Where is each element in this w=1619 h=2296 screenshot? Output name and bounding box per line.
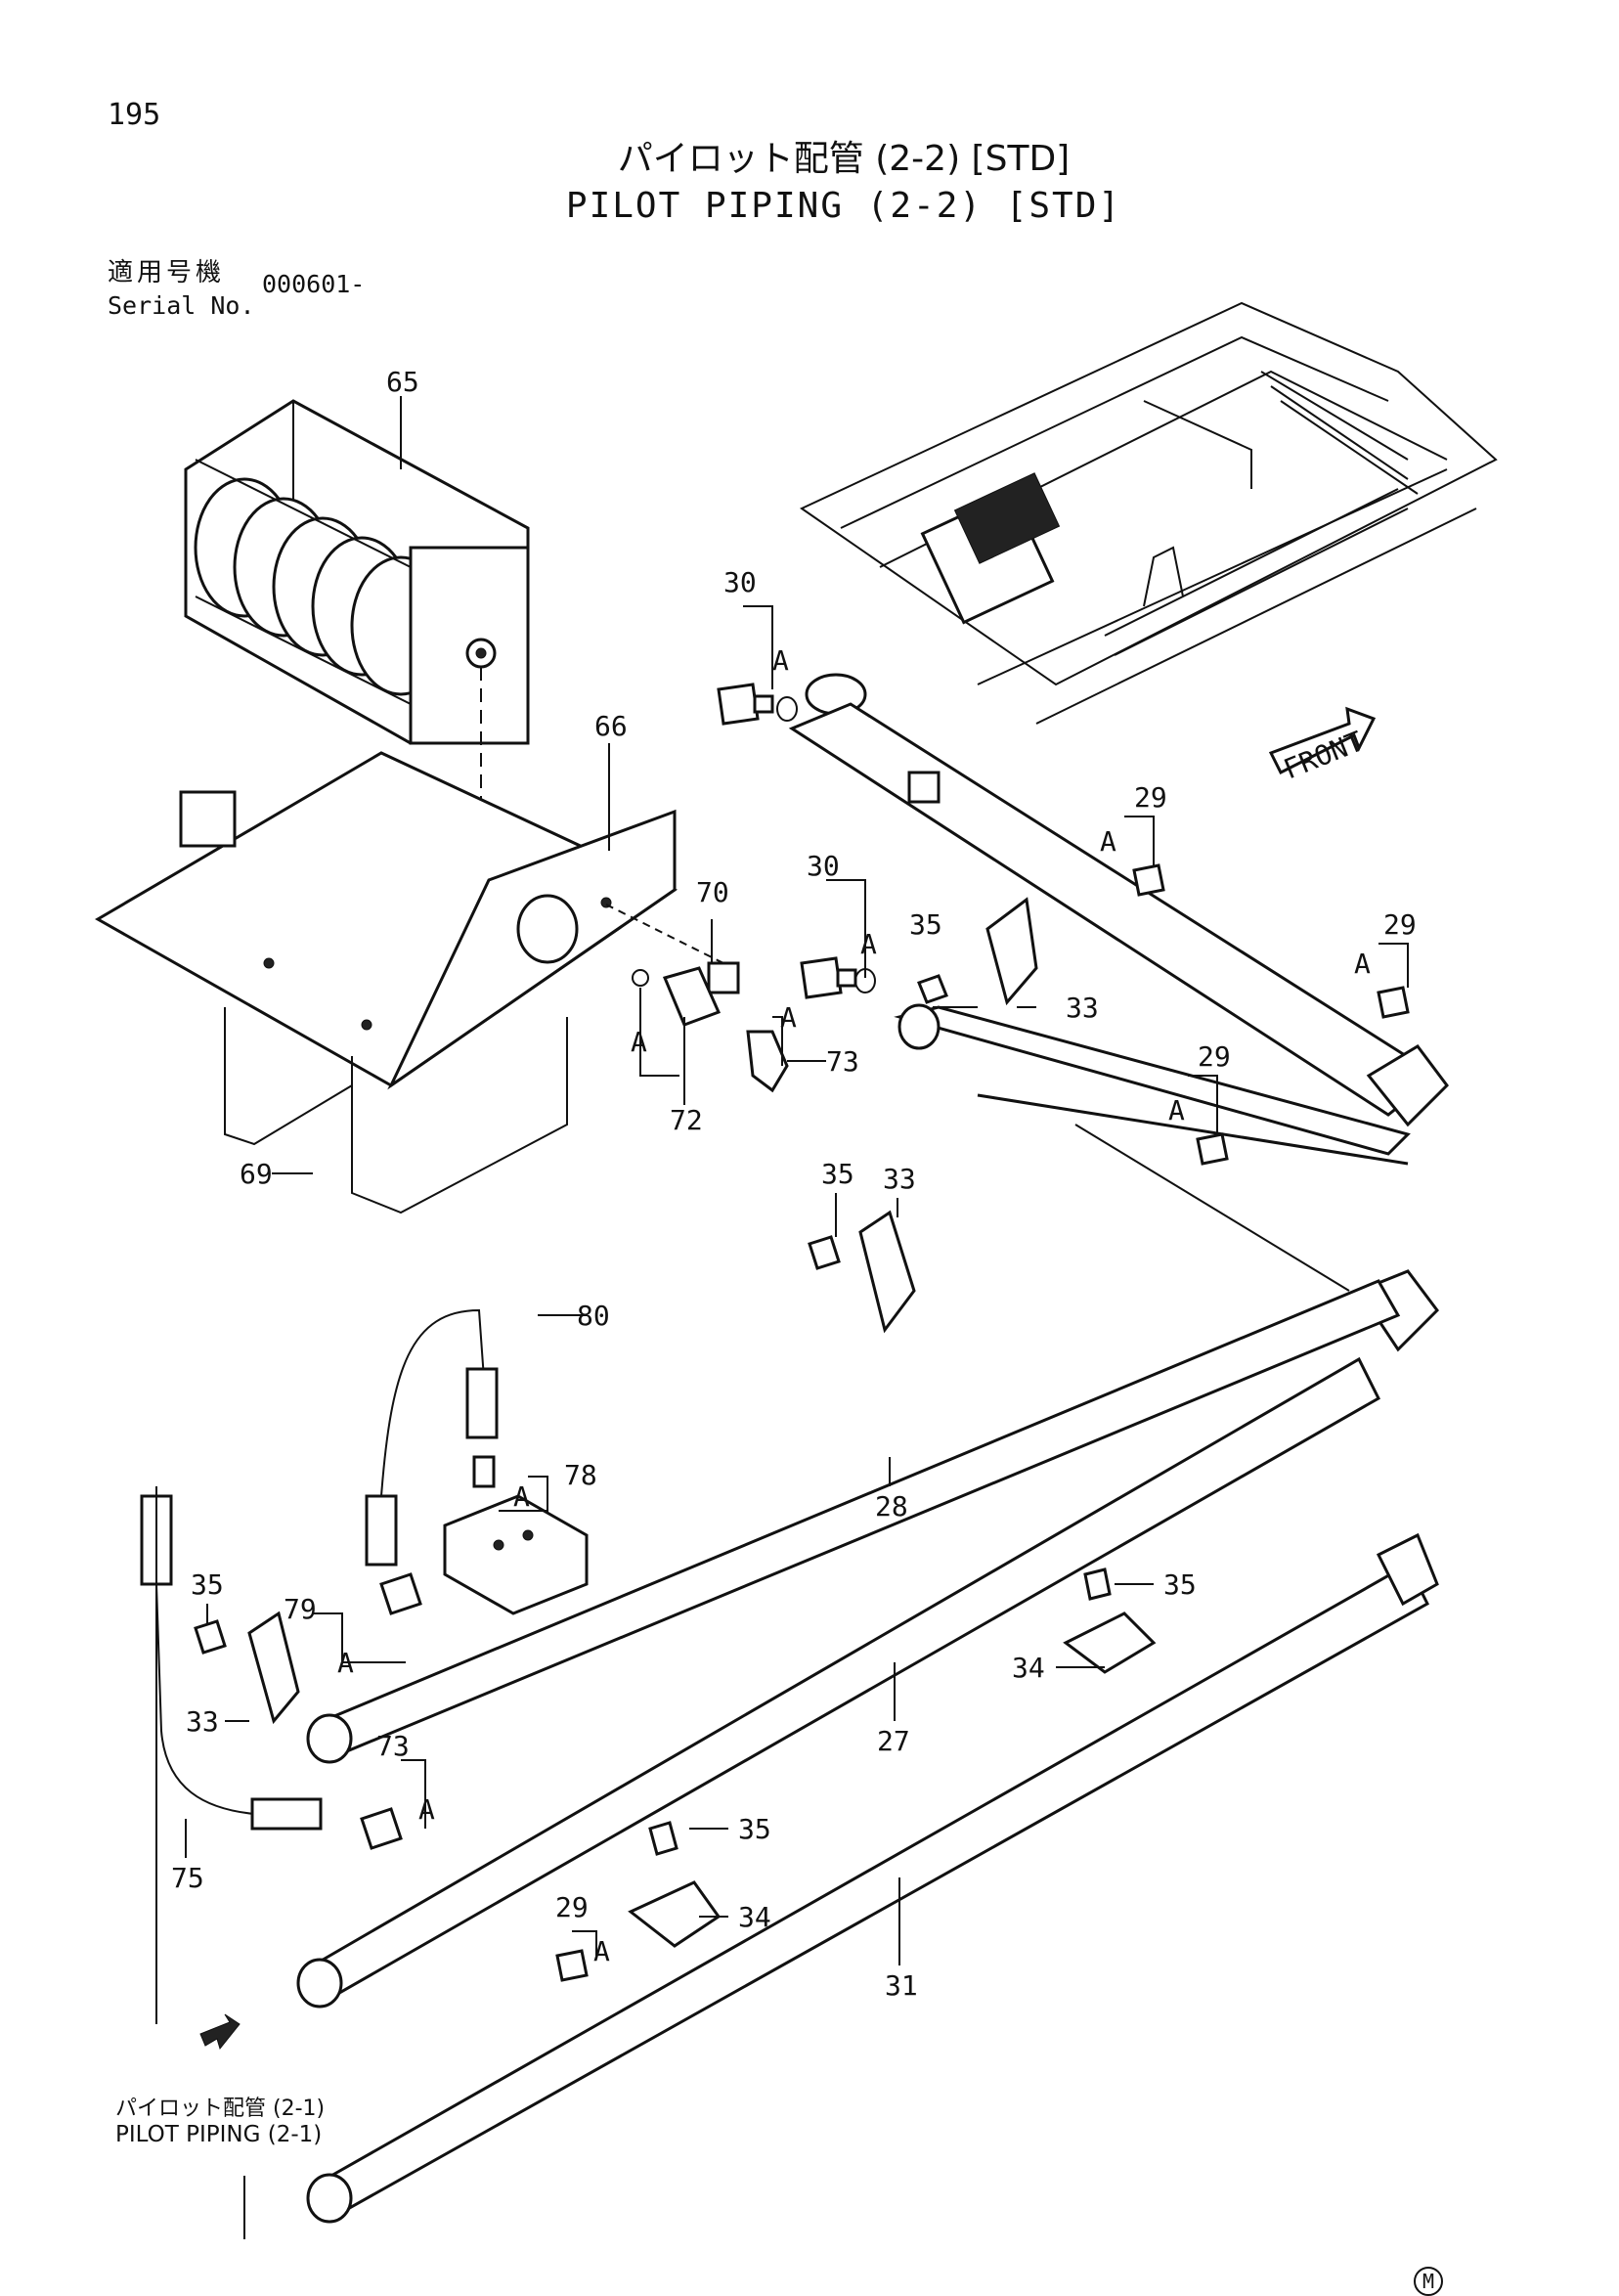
callout-29: 29 (1383, 908, 1417, 941)
callout-72: 72 (670, 1104, 703, 1136)
callout-27: 27 (877, 1725, 910, 1757)
front-direction-marker: FRONT (1268, 706, 1377, 786)
callout-73: 73 (826, 1045, 859, 1078)
page-title-english: PILOT PIPING (2-2) [STD] (565, 186, 1122, 226)
callout-29: 29 (1198, 1040, 1231, 1073)
callout-33: 33 (186, 1705, 219, 1738)
machine-frame-overview (799, 301, 1498, 725)
callout-65: 65 (386, 366, 419, 398)
callout-a: A (631, 1026, 647, 1058)
mounting-bracket (94, 751, 678, 1214)
cross-reference-japanese: パイロット配管 (2-1) (115, 2097, 326, 2121)
callout-28: 28 (875, 1490, 908, 1523)
callout-69: 69 (240, 1158, 273, 1190)
callout-labels: 65 30 A 66 70 30 A 35 33 A 73 72 A 69 29… (171, 366, 1417, 2002)
solenoid-valve-assembly (184, 399, 530, 870)
callout-66: 66 (594, 710, 628, 742)
callout-34: 34 (1012, 1652, 1045, 1684)
callout-33: 33 (1066, 992, 1099, 1024)
callout-35: 35 (909, 908, 942, 941)
callout-35: 35 (191, 1568, 224, 1601)
callout-a: A (780, 1001, 797, 1034)
callout-a: A (337, 1647, 354, 1679)
leader-lines (185, 396, 1409, 1965)
plug-fittings-30 (717, 683, 876, 999)
callout-78: 78 (564, 1459, 597, 1491)
callout-a: A (1354, 948, 1371, 980)
callout-a: A (772, 644, 789, 677)
serial-number-value: 000601- (262, 270, 366, 298)
callout-30-upper: 30 (723, 566, 757, 598)
corner-mark-m: M (1414, 2267, 1443, 2296)
callout-a: A (860, 928, 877, 960)
callout-a: A (418, 1793, 435, 1826)
callout-75: 75 (171, 1862, 204, 1894)
page-title-japanese: パイロット配管 (2-2) [STD] (617, 139, 1071, 179)
callout-29: 29 (555, 1891, 589, 1923)
callout-33: 33 (883, 1163, 916, 1195)
pipe-clamps (194, 897, 1157, 1948)
serial-label-english: Serial No. (108, 291, 255, 320)
callout-35: 35 (1163, 1568, 1197, 1601)
callout-31: 31 (885, 1969, 918, 2002)
callout-35: 35 (738, 1813, 771, 1845)
callout-70: 70 (696, 876, 729, 908)
callout-29: 29 (1134, 781, 1167, 814)
callout-73: 73 (376, 1730, 410, 1762)
hose-and-block (365, 1308, 589, 1615)
pilot-fittings-upper (605, 904, 789, 1093)
page-number: 195 (108, 98, 161, 132)
callout-79: 79 (284, 1593, 317, 1625)
callout-a: A (1168, 1094, 1185, 1126)
callout-30-lower: 30 (807, 850, 840, 882)
cross-reference-arrow (155, 1486, 245, 2239)
callout-a: A (513, 1480, 530, 1513)
cross-reference-english: PILOT PIPING (2-1) (115, 2122, 323, 2147)
pilot-pipes (296, 1279, 1439, 2224)
callout-80: 80 (577, 1300, 610, 1332)
callout-a: A (1100, 825, 1116, 858)
plug-fittings-29 (555, 863, 1410, 1982)
serial-label-japanese: 適用号機 (108, 258, 226, 287)
callout-a: A (593, 1935, 610, 1967)
callout-35: 35 (821, 1158, 854, 1190)
manifold-pipe-upper (788, 673, 1449, 1352)
callout-34: 34 (738, 1901, 771, 1933)
